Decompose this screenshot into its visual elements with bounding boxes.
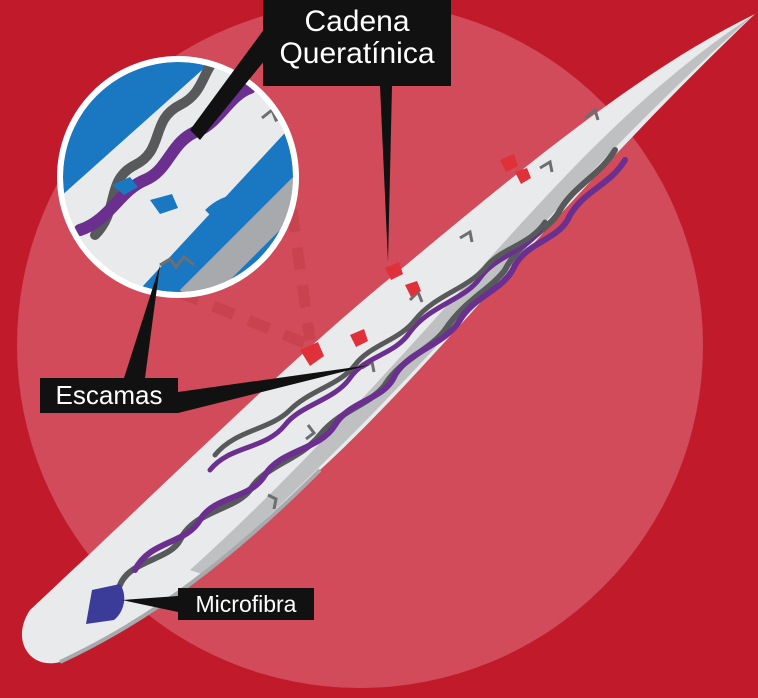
keratin-chain-label-line1: Cadena: [263, 6, 451, 38]
scales-label: Escamas: [40, 378, 178, 413]
microfiber-label: Microfibra: [178, 588, 314, 620]
keratin-chain-label-line2: Queratínica: [263, 38, 451, 70]
keratin-chain-label: Cadena Queratínica: [263, 0, 451, 86]
